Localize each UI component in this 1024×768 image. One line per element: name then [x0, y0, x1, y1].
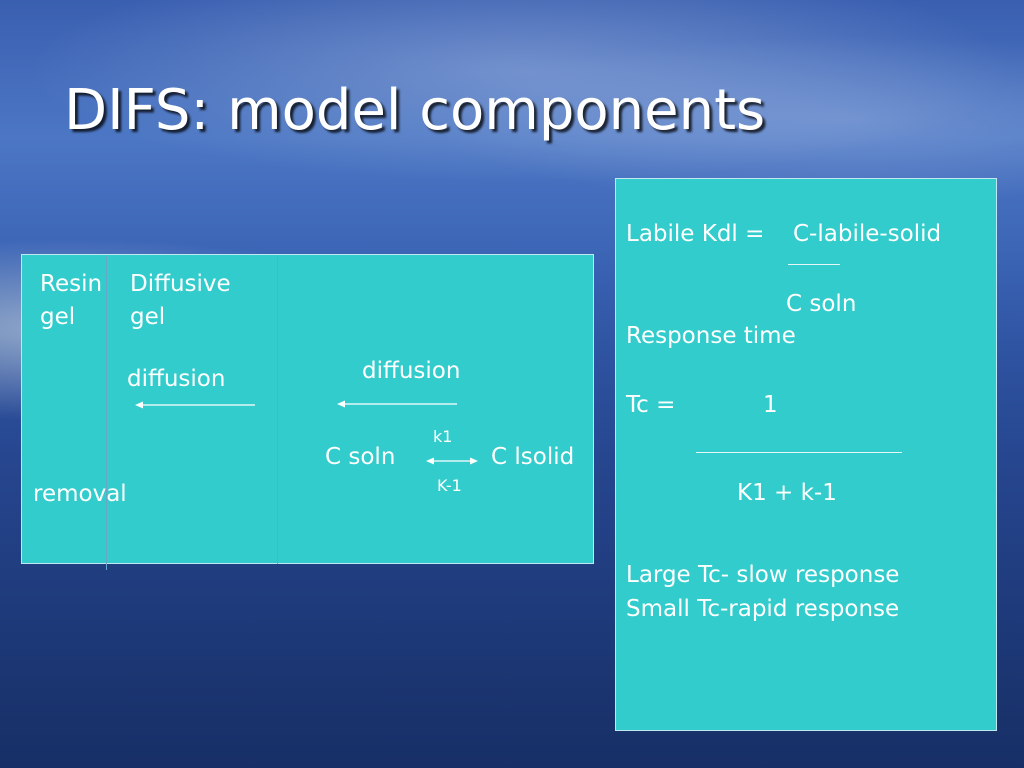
large-tc-note: Large Tc- slow response [626, 562, 900, 588]
tc-fraction-bar [696, 452, 902, 453]
labile-kdl-numerator: C-labile-solid [793, 221, 942, 247]
labile-kdl-fraction-bar [788, 264, 840, 265]
slide-title: DIFS: model components [64, 78, 766, 143]
notes-panel [615, 178, 997, 731]
c-lsolid-label: C lsolid [491, 444, 575, 470]
removal-label: removal [33, 481, 127, 507]
diffusion-label-right: diffusion [362, 358, 461, 384]
diffusive-gel-boundary-line [277, 256, 278, 564]
tc-numerator: 1 [763, 392, 778, 418]
diffusive-gel-label: Diffusive gel [130, 271, 231, 331]
k1-label: k1 [433, 427, 453, 446]
labile-kdl-denominator: C soln [786, 291, 857, 317]
exchange-double-arrow [426, 455, 478, 467]
labile-kdl-lhs: Labile Kdl = [626, 221, 765, 247]
resin-gel-label: Resin gel [40, 271, 103, 331]
small-tc-note: Small Tc-rapid response [626, 596, 900, 622]
k-minus-1-label: K-1 [437, 476, 462, 495]
diffusion-label-left: diffusion [127, 366, 226, 392]
diffusion-diagram-panel [21, 254, 594, 564]
resin-gel-boundary-line [106, 256, 107, 570]
diffusion-arrow-left [135, 399, 255, 411]
diffusion-arrow-right [337, 398, 457, 410]
tc-denominator: K1 + k-1 [737, 480, 837, 506]
c-soln-label: C soln [325, 444, 396, 470]
response-time-label: Response time [626, 323, 796, 349]
tc-lhs: Tc = [626, 392, 676, 418]
